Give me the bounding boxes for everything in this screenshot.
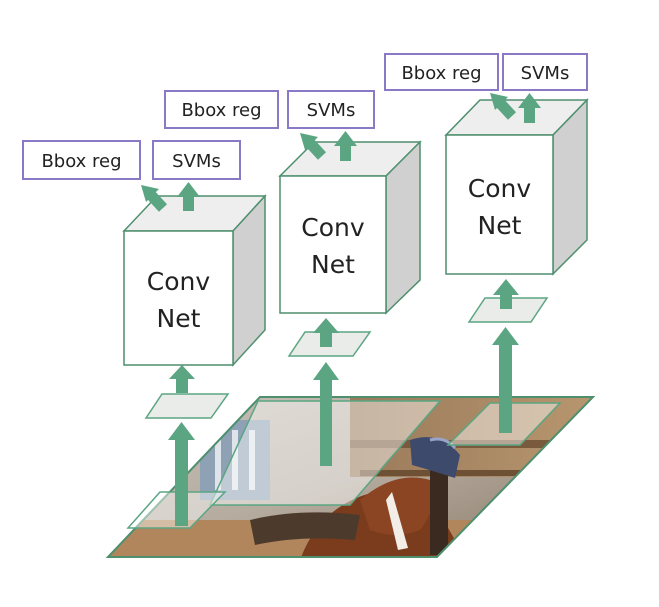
up-arrow-icon	[169, 365, 195, 393]
up-arrow-icon	[168, 422, 195, 526]
diagonal-arrow-icon	[300, 133, 327, 160]
warped-region	[144, 393, 230, 419]
convnet-cube-3: Conv Net	[444, 98, 589, 276]
up-arrow-icon	[313, 362, 339, 466]
net-label: Net	[478, 211, 522, 240]
svms-label: SVMs	[307, 100, 356, 121]
net-label: Net	[311, 250, 355, 279]
pipeline-column-1: Conv Net Bbox reg SVMs	[22, 140, 267, 526]
up-arrow-icon	[492, 327, 519, 433]
bbox-reg-label: Bbox reg	[181, 100, 261, 121]
conv-label: Conv	[147, 267, 211, 296]
warped-region	[467, 297, 549, 323]
bbox-reg-label: Bbox reg	[41, 151, 121, 172]
net-label: Net	[157, 304, 201, 333]
pipeline-column-2: Conv Net Bbox reg SVMs	[164, 90, 422, 466]
conv-label: Conv	[301, 213, 365, 242]
diagonal-arrow-icon	[490, 93, 517, 120]
convnet-cube-2: Conv Net	[278, 140, 422, 315]
svms-box-3: SVMs	[502, 53, 588, 91]
bbox-reg-box-3: Bbox reg	[384, 53, 499, 91]
svms-box-1: SVMs	[152, 140, 241, 180]
bbox-reg-box-1: Bbox reg	[22, 140, 141, 180]
up-arrow-icon	[334, 131, 357, 161]
convnet-cube-1: Conv Net	[122, 194, 267, 367]
bbox-reg-box-2: Bbox reg	[164, 90, 279, 129]
svms-label: SVMs	[172, 151, 221, 172]
conv-label: Conv	[468, 174, 532, 203]
svms-label: SVMs	[521, 63, 570, 84]
bbox-reg-label: Bbox reg	[401, 63, 481, 84]
up-arrow-icon	[313, 318, 339, 347]
up-arrow-icon	[493, 279, 519, 309]
up-arrow-icon	[518, 93, 541, 123]
svms-box-2: SVMs	[287, 90, 375, 129]
up-arrow-icon	[177, 182, 200, 211]
diagonal-arrow-icon	[141, 185, 168, 212]
pipeline-column-3: Conv Net Bbox reg SVMs	[384, 53, 589, 433]
